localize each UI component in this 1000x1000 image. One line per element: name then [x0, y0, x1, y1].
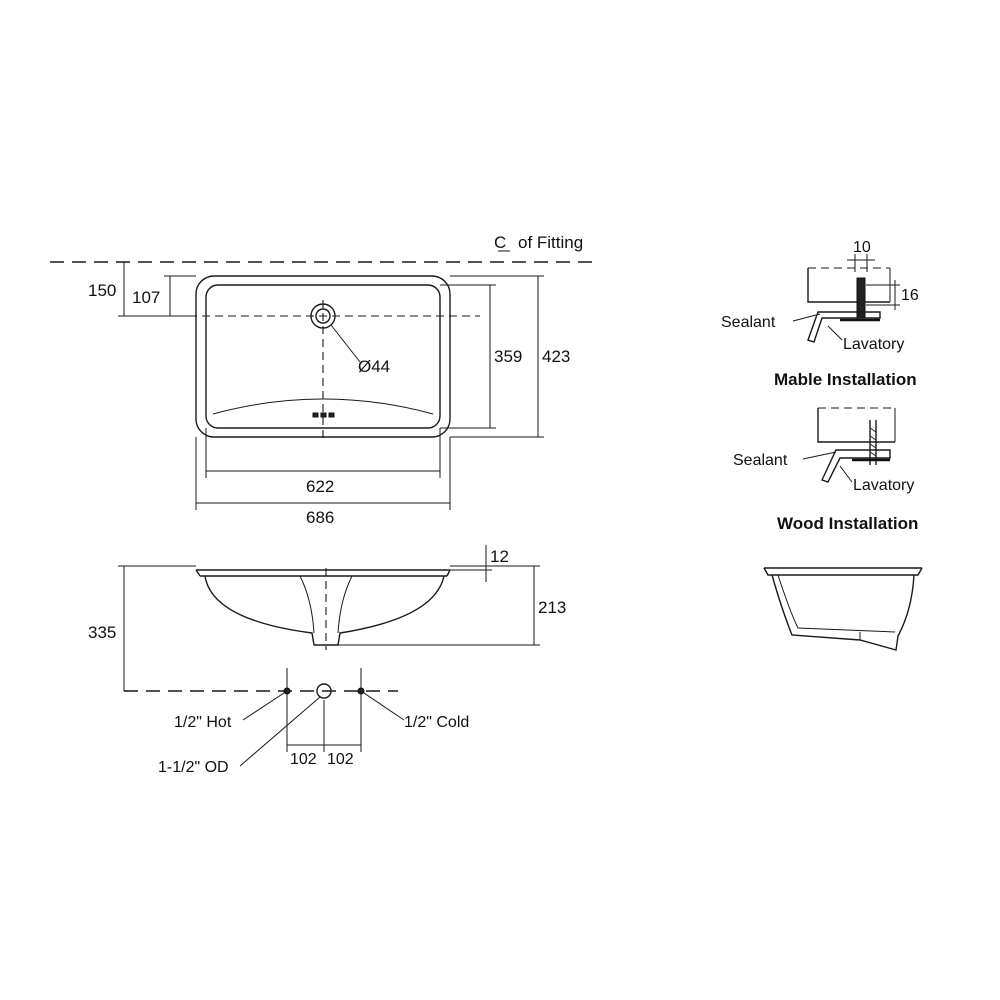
drain-outlet-circle — [316, 683, 332, 699]
marble-installation-detail: 10 16 Sealant Lavatory Mable Installatio… — [721, 239, 919, 389]
wood-installation-detail: Sealant Lavatory Wood Installation — [733, 407, 918, 533]
overflow-holes — [312, 412, 335, 418]
dim-335-label: 335 — [88, 623, 116, 642]
marble-sealant-label: Sealant — [721, 314, 776, 331]
dim-16-label: 16 — [901, 287, 919, 304]
section-bowl-inner — [777, 574, 896, 633]
dim-107-label: 107 — [132, 288, 160, 307]
marble-lavatory-label: Lavatory — [843, 336, 904, 353]
wood-screw-thread — [869, 427, 877, 457]
od-label: 1-1/2" OD — [158, 759, 229, 776]
marble-installation-title: Mable Installation — [774, 370, 917, 389]
dim-359-label: 359 — [494, 347, 522, 366]
centerline-symbol: C — [494, 233, 506, 252]
dim-423-label: 423 — [542, 347, 570, 366]
section-rim — [763, 567, 923, 576]
drain-diameter-label: Ø44 — [358, 357, 390, 376]
dim-213-label: 213 — [538, 598, 566, 617]
wood-sealant-leader — [802, 451, 837, 460]
drain-inner-left — [299, 575, 315, 634]
od-leader — [239, 696, 321, 767]
cold-label: 1/2" Cold — [404, 714, 469, 731]
rim-right-edge — [446, 569, 451, 577]
diameter-leader — [330, 324, 361, 363]
rim-left-edge — [195, 569, 201, 577]
wood-lavatory-label: Lavatory — [853, 477, 914, 494]
dim-686-label: 686 — [306, 508, 334, 527]
wood-slab-outline — [817, 408, 895, 443]
dim-622-label: 622 — [306, 477, 334, 496]
marble-sealant-leader — [792, 313, 821, 322]
dim-102-left-label: 102 — [290, 751, 317, 768]
hot-label: 1/2" Hot — [174, 714, 232, 731]
basin-section-profile — [763, 567, 923, 651]
wood-sealant-label: Sealant — [733, 452, 788, 469]
hot-leader — [242, 690, 288, 721]
drain-inner-right — [337, 575, 353, 634]
wood-basin-flange — [821, 449, 891, 483]
wood-installation-title: Wood Installation — [777, 514, 918, 533]
bowl-outline — [204, 575, 445, 646]
dim-12-label: 12 — [490, 547, 509, 566]
side-view: 12 213 335 1/2" Hot 1/2" Cold 1-1/2" OD … — [88, 545, 566, 776]
dim-10-label: 10 — [853, 239, 871, 256]
section-bowl-outer — [771, 574, 915, 651]
dim-102-right-label: 102 — [327, 751, 354, 768]
top-view: C of Fitting 150 107 3 — [50, 233, 596, 527]
marble-basin-flange — [807, 311, 881, 343]
dim-150-label: 150 — [88, 281, 116, 300]
basin-inner-rim — [205, 284, 441, 429]
wood-lavatory-leader — [839, 465, 853, 483]
cold-leader — [360, 690, 405, 721]
centerline-label: of Fitting — [518, 233, 583, 252]
marble-lavatory-leader — [827, 325, 843, 341]
